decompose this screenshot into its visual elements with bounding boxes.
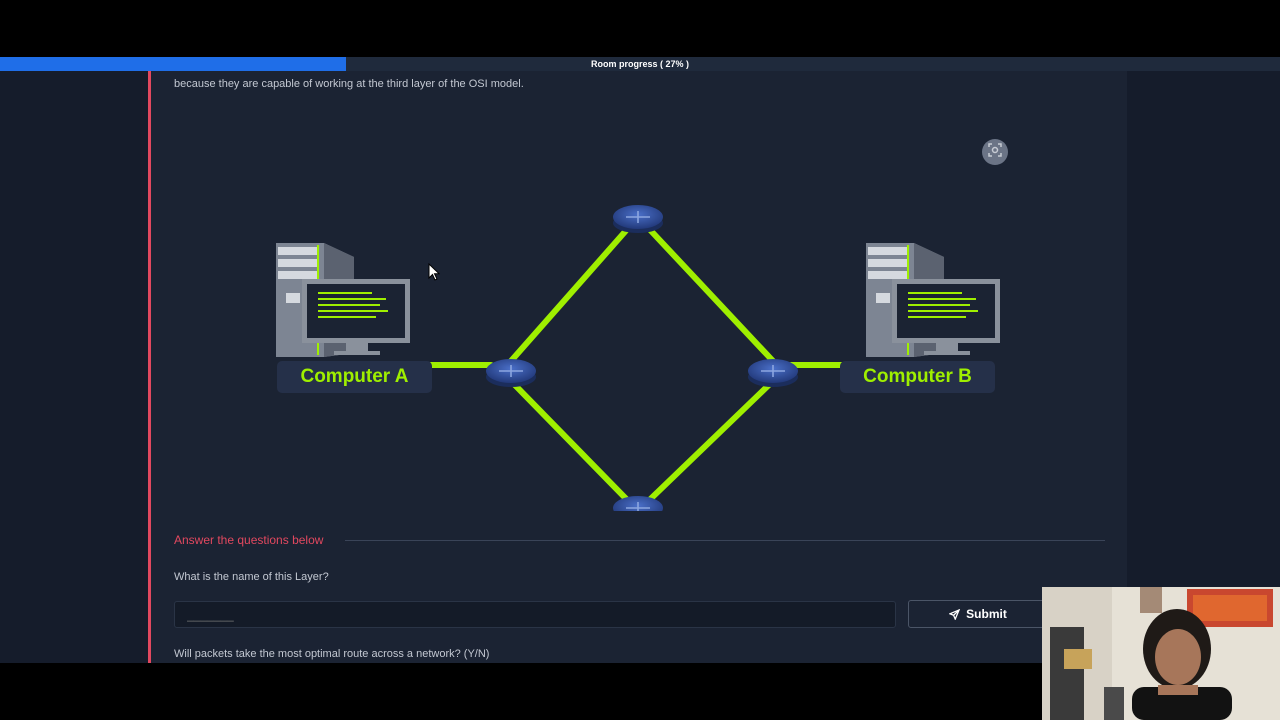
room-progress-fill (0, 57, 346, 71)
link-router-left-router-top (508, 214, 641, 364)
router-right (748, 359, 798, 387)
link-router-bottom-router-right (635, 378, 776, 511)
submit-button-label: Submit (966, 607, 1007, 621)
computer-b-label: Computer B (840, 361, 995, 393)
task-content: because they are capable of working at t… (151, 71, 1127, 663)
expand-image-button[interactable] (982, 139, 1008, 165)
routing-diagram (276, 205, 1000, 511)
answer-section-divider (345, 540, 1105, 541)
answer-section-heading: Answer the questions below (174, 533, 324, 547)
send-icon (949, 608, 961, 620)
room-progress-label: Room progress ( 27% ) (590, 59, 690, 69)
router-top (613, 205, 663, 233)
network-links (406, 214, 870, 511)
right-gutter (1127, 71, 1280, 663)
router-bottom (613, 496, 663, 511)
computer-a-label: Computer A (277, 361, 432, 393)
computer-a-icon (276, 243, 410, 357)
router-left (486, 359, 536, 387)
link-router-top-router-right (635, 214, 776, 364)
computer-b-icon (866, 243, 1000, 357)
room-progress-bar: Room progress ( 27% ) (0, 57, 1280, 71)
left-gutter (0, 71, 148, 663)
tryhackme-room-screen: Room progress ( 27% ) because they are c… (0, 57, 1280, 663)
task-accent-bar (148, 71, 151, 663)
task-paragraph: because they are capable of working at t… (174, 78, 524, 90)
question-1-text: What is the name of this Layer? (174, 571, 329, 583)
webcam-overlay (1042, 587, 1280, 720)
mouse-pointer-icon (428, 263, 440, 281)
question-2-text: Will packets take the most optimal route… (174, 648, 490, 660)
expand-icon (988, 142, 1002, 162)
link-router-left-router-bottom (508, 378, 641, 511)
answer-1-input[interactable] (174, 601, 896, 628)
submit-button[interactable]: Submit (908, 600, 1048, 628)
